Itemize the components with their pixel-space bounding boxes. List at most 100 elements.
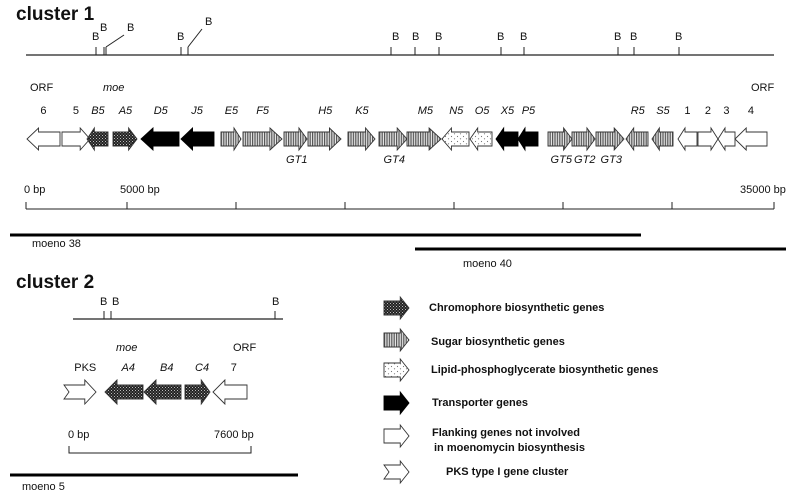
gene-label-b5: B5 [91,105,105,117]
gene-arrow-gt3 [595,126,625,152]
gene-label-a4: A4 [121,362,135,374]
orf-label-cluster2: ORF [233,342,257,354]
orf-label-right: ORF [751,82,775,94]
orf-label-left: ORF [30,82,54,94]
gene-label-d5: D5 [153,105,168,117]
gene-label-2: 2 [704,105,711,117]
gene-arrow-k5 [347,126,376,152]
gene-arrow-legend-flanking [383,423,410,449]
gene-arrow-b4 [143,378,182,406]
gene-arrow-4 [734,126,768,152]
gene-label-p5: P5 [521,105,536,117]
restriction-site-label: B [675,31,683,43]
gene-label-x5: X5 [500,105,515,117]
gene-arrow-c4 [184,378,211,406]
gene-label-c4: C4 [195,362,210,374]
cluster-1-title: cluster 1 [16,4,95,25]
gene-label-7: 7 [230,362,237,374]
gene-arrow-6 [26,126,61,152]
gene-arrow-3 [717,126,736,152]
gene-label-n5: N5 [449,105,464,117]
gene-label-j5: J5 [191,105,203,117]
gene-arrow-e5 [220,126,242,152]
cluster2-gene-arrows [63,378,248,406]
restriction-site-label: B [92,31,100,43]
gene-label-gt2: GT2 [574,154,596,166]
restriction-site-label: B [127,22,135,34]
gene-arrow-m5 [406,126,442,152]
gene-label-s5: S5 [656,105,670,117]
cluster2-scale-bar [68,446,252,454]
restriction-site-label: B [205,16,213,28]
gene-label-a5: A5 [118,105,133,117]
gene-arrow-legend-sugar [383,327,410,353]
gene-label-gt5: GT5 [550,154,572,166]
moe-label-cluster2: moe [116,342,138,354]
scale1-start-label: 0 bp [24,184,46,196]
gene-arrow-a4 [104,378,144,406]
gene-arrow-pks [63,378,97,406]
gene-arrow-r5 [625,126,649,152]
gene-label-gt4: GT4 [383,154,405,166]
gene-arrow-gt4 [378,126,408,152]
restriction-site-label: B [412,31,420,43]
restriction-site-label: B [630,31,638,43]
gene-arrow-gt1 [283,126,308,152]
cluster1-scale-bar [25,202,775,210]
legend-chromophore-label: Chromophore biosynthetic genes [429,302,605,314]
gene-label-f5: F5 [256,105,270,117]
cluster1-restriction-sites [95,28,680,55]
gene-label-1: 1 [684,105,691,117]
restriction-site-label: B [177,31,185,43]
scale1-mid-label: 5000 bp [120,184,160,196]
gene-arrow-a5 [112,126,138,152]
gene-arrow-h5 [307,126,342,152]
gene-label-e5: E5 [224,105,239,117]
legend-icons [383,295,410,485]
restriction-site-label: B [520,31,528,43]
gene-arrow-p5 [517,126,539,152]
restriction-site-label: B [272,296,280,308]
restriction-site-label: B [497,31,505,43]
moe-label-cluster1: moe [103,82,125,94]
clone-moeno-38-label: moeno 38 [32,238,81,250]
clone-moeno-5-label: moeno 5 [22,481,65,493]
gene-label-o5: O5 [474,105,490,117]
gene-arrow-gt5 [547,126,573,152]
gene-label-gt3: GT3 [600,154,622,166]
legend-flanking-label: Flanking genes not involved [432,427,580,439]
restriction-site-label: B [112,296,120,308]
legend-sugar-label: Sugar biosynthetic genes [431,336,565,348]
gene-label-4: 4 [747,105,754,117]
scale2-end-label: 7600 bp [214,429,254,441]
gene-label-r5: R5 [630,105,645,117]
scale2-start-label: 0 bp [68,429,90,441]
cluster1-gene-arrows [26,126,768,152]
gene-label-k5: K5 [355,105,369,117]
gene-arrow-o5 [469,126,493,152]
restriction-site-label: B [392,31,400,43]
gene-label-b4: B4 [160,362,174,374]
gene-label-5: 5 [72,105,79,117]
restriction-site-label: B [100,22,108,34]
gene-arrow-gt2 [571,126,596,152]
gene-arrow-7 [212,378,248,406]
gene-arrow-legend-pks [383,459,410,485]
restriction-site-label: B [100,296,108,308]
gene-label-pks: PKS [74,362,97,374]
gene-label-h5: H5 [318,105,333,117]
cluster2-restriction-sites [103,311,276,319]
gene-arrow-5 [61,126,91,152]
gene-label-m5: M5 [417,105,433,117]
gene-arrow-d5 [140,126,180,152]
gene-arrow-legend-transporter [383,390,410,416]
gene-label-6: 6 [40,105,47,117]
legend-transporter-label: Transporter genes [432,397,528,409]
gene-arrow-s5 [651,126,674,152]
gene-arrow-b5 [86,126,109,152]
gene-label-3: 3 [723,105,730,117]
gene-arrow-2 [697,126,719,152]
gene-arrow-1 [677,126,698,152]
legend-lipid-label: Lipid-phosphoglycerate biosynthetic gene… [431,364,659,376]
